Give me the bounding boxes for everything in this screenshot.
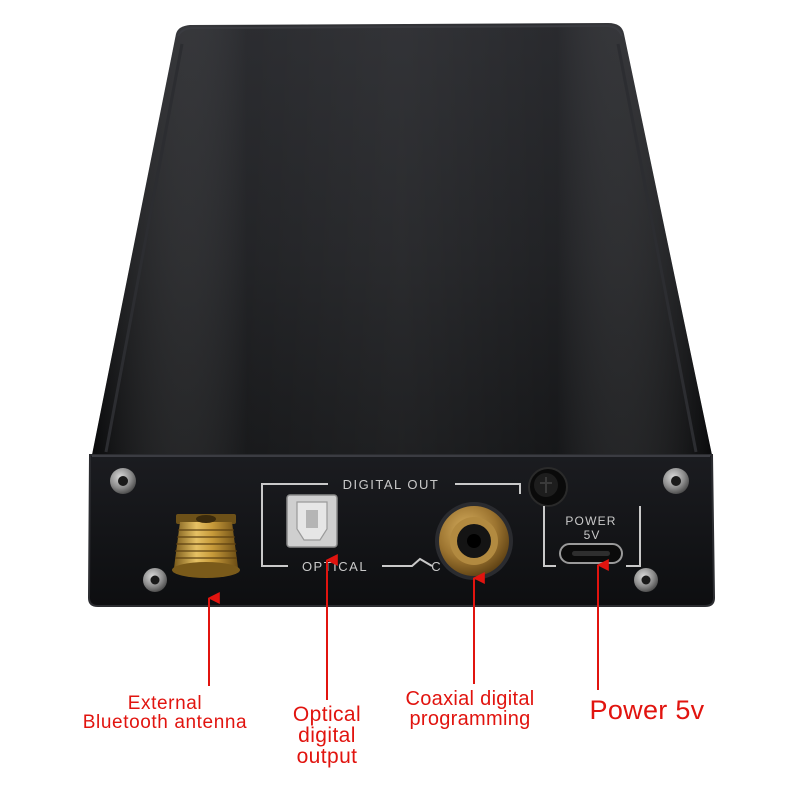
caption-antenna-line1: External [127,693,203,714]
power-voltage-label: 5V [584,528,601,542]
screw-top-right [663,468,689,494]
enclosure-top-edge [177,24,623,37]
caption-coaxial-line2: programming [409,708,531,730]
coaxial-partial-label: C [431,559,440,574]
optical-label: OPTICAL [302,559,368,574]
caption-coaxial-line1: Coaxial digital [405,688,535,710]
coaxial-rca-jack [435,502,513,580]
screw-bottom-left [143,568,167,592]
screw-top-left [110,468,136,494]
panel-knob [528,467,568,507]
caption-antenna-line2: Bluetooth antenna [82,712,248,733]
caption-optical-line1: Optical [292,703,362,726]
optical-port [286,494,338,548]
antenna-connector [172,514,240,578]
caption-coaxial: Coaxial digital programming [380,689,560,729]
digital-out-frame [261,483,521,567]
enclosure-top-sheen [92,23,712,455]
power-frame [543,506,641,567]
screw-bottom-right [634,568,658,592]
caption-antenna: External Bluetooth antenna [60,694,270,732]
caption-optical-line3: output [296,745,358,768]
power-label: POWER [565,514,616,528]
enclosure-left-ridge [104,43,184,453]
usb-c-port [559,543,623,564]
caption-optical: Optical digital output [272,704,382,767]
caption-power-line1: Power 5v [589,695,705,725]
caption-power: Power 5v [562,697,732,724]
enclosure-right-ridge [616,43,698,453]
caption-optical-line2: digital [298,724,356,747]
digital-out-label: DIGITAL OUT [343,477,440,492]
